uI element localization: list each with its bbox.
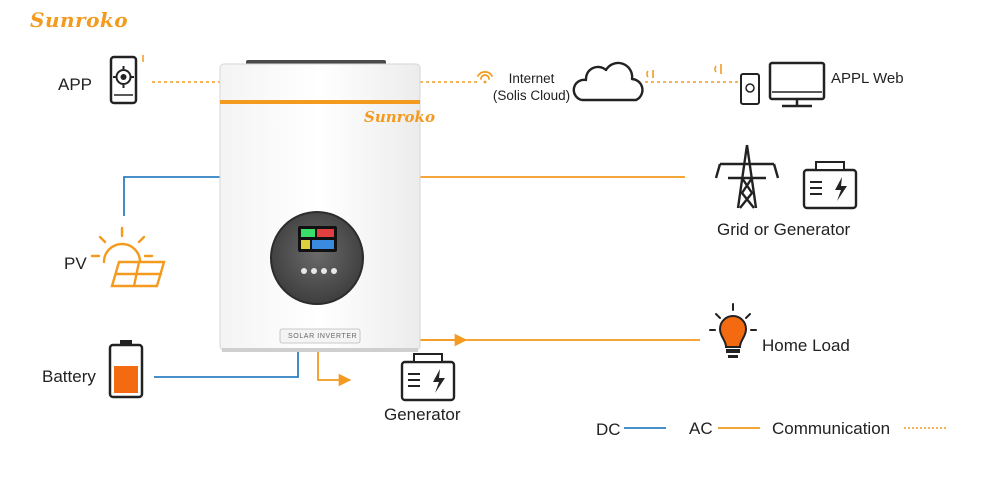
inverter-brand: Sunroko xyxy=(364,108,435,126)
label-internet: Internet (Solis Cloud) xyxy=(484,70,579,104)
inverter-body xyxy=(219,63,421,351)
light-bulb-icon xyxy=(709,303,757,358)
inverter-label: SOLAR INVERTER xyxy=(288,333,358,340)
legend-ac-label: AC xyxy=(689,419,713,438)
label-grid-or-generator: Grid or Generator xyxy=(717,220,851,239)
inverter-button-4 xyxy=(331,268,337,274)
legend-communication-label: Communication xyxy=(772,419,891,438)
inverter-stripe xyxy=(220,100,420,104)
inverter-label-plate xyxy=(279,328,361,344)
ac-lines xyxy=(317,176,700,387)
brand-logo: Sunroko xyxy=(30,8,129,32)
label-battery: Battery xyxy=(42,367,96,386)
inverter-dial xyxy=(270,211,364,305)
appl-web-icon xyxy=(740,61,826,108)
label-internet-line2: (Solis Cloud) xyxy=(492,88,571,103)
cloud-icon xyxy=(572,61,644,102)
label-home-load: Home Load xyxy=(762,336,850,355)
label-internet-line1: Internet xyxy=(508,71,555,86)
battery-icon xyxy=(108,340,144,399)
generator-icon-grid xyxy=(802,161,858,210)
dc-line-battery xyxy=(154,352,299,378)
label-generator: Generator xyxy=(384,405,461,424)
label-app: APP xyxy=(58,75,93,94)
pv-solar-panel-icon xyxy=(90,226,166,288)
label-appl-web: APPL Web xyxy=(831,70,904,87)
dc-lines xyxy=(123,176,299,378)
legend-dc-label: DC xyxy=(596,420,621,439)
dc-line-pv xyxy=(123,176,220,216)
ac-line-generator xyxy=(317,352,352,387)
grid-tower-icon xyxy=(714,144,780,209)
inverter-button-1 xyxy=(301,268,307,274)
label-pv: PV xyxy=(64,254,87,273)
inverter-shadow xyxy=(222,348,418,352)
inverter-button-3 xyxy=(321,268,327,274)
inverter-button-2 xyxy=(311,268,317,274)
phone-app-icon xyxy=(109,55,144,105)
signal-icon xyxy=(646,64,722,78)
wifi-icon xyxy=(477,70,493,84)
generator-icon-bottom xyxy=(400,353,456,402)
solar-inverter xyxy=(219,60,421,352)
